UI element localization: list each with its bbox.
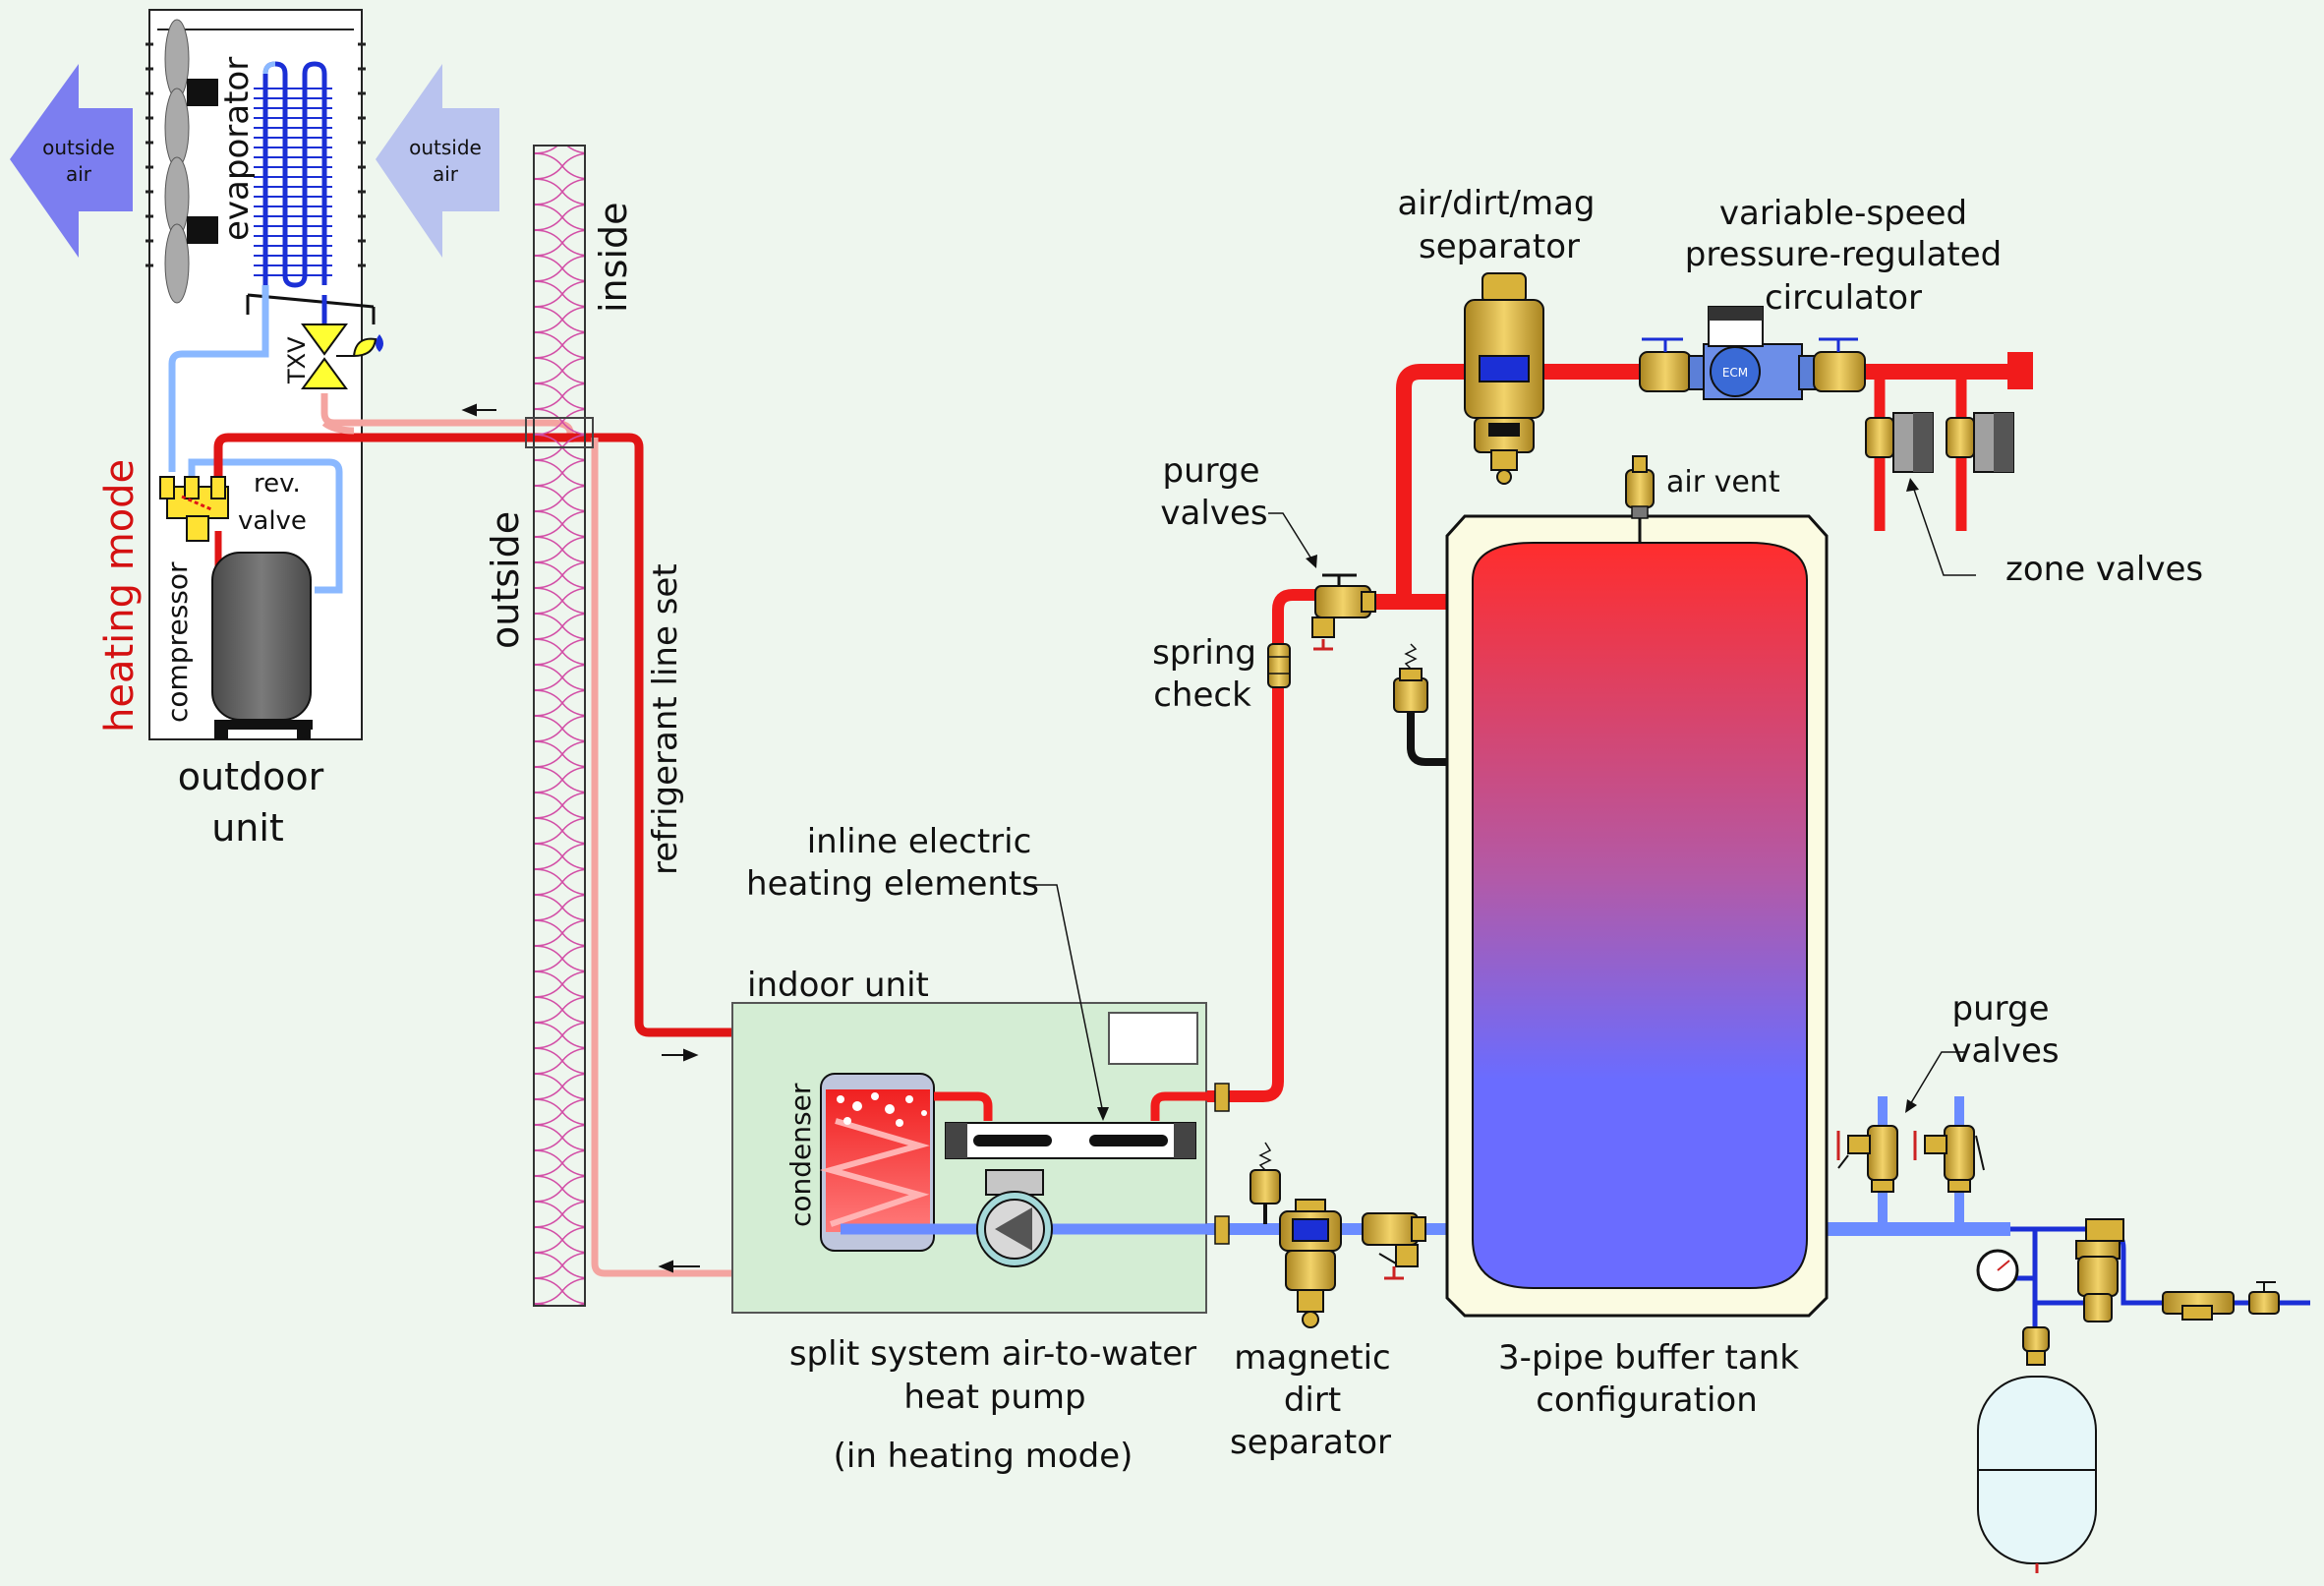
svg-text:configuration: configuration <box>1536 1380 1758 1420</box>
svg-text:valves: valves <box>1951 1031 2059 1071</box>
purge-valve <box>1362 1212 1426 1280</box>
svg-text:separator: separator <box>1230 1423 1391 1462</box>
purge-valve <box>1913 1125 1985 1193</box>
svg-text:3-pipe buffer tank: 3-pipe buffer tank <box>1498 1338 1799 1378</box>
outside-air-right-arrow: outside air <box>376 64 499 258</box>
svg-text:outside: outside <box>409 136 482 159</box>
svg-text:check: check <box>1153 676 1251 715</box>
svg-text:zone valves: zone valves <box>2005 550 2203 589</box>
svg-text:heating mode: heating mode <box>97 459 143 733</box>
svg-text:heating elements: heating elements <box>746 864 1039 904</box>
svg-text:valves: valves <box>1160 494 1267 533</box>
svg-text:valve: valve <box>238 506 307 536</box>
flow-arrow-icon <box>461 403 700 1273</box>
zone-valve <box>1946 412 2014 473</box>
svg-text:refrigerant line set: refrigerant line set <box>646 563 685 875</box>
air-vent <box>1625 455 1655 519</box>
condenser <box>819 1073 935 1252</box>
svg-text:ECM: ECM <box>1722 366 1748 380</box>
svg-text:magnetic: magnetic <box>1234 1338 1390 1378</box>
spring-check-valve <box>1393 643 1428 713</box>
air-dirt-mag-separator <box>1464 272 1544 485</box>
wall-insulation <box>525 145 594 1307</box>
outside-air-left-arrow: outside air <box>10 64 133 258</box>
compressor <box>211 552 313 739</box>
svg-text:air/dirt/mag: air/dirt/mag <box>1397 184 1595 223</box>
backflow-preventer <box>2162 1281 2280 1321</box>
indoor-pump <box>976 1169 1053 1267</box>
svg-text:circulator: circulator <box>1765 278 1922 318</box>
buffer-tank <box>1445 514 1829 1318</box>
union-fitting <box>1214 1083 1230 1245</box>
spring-check-valve <box>1267 643 1291 688</box>
svg-text:pressure-regulated: pressure-regulated <box>1685 235 2003 274</box>
svg-text:condenser: condenser <box>784 1083 817 1227</box>
svg-text:outdoor: outdoor <box>178 755 324 798</box>
svg-text:air: air <box>433 162 459 186</box>
magnetic-dirt-separator <box>1279 1199 1342 1328</box>
svg-text:dirt: dirt <box>1284 1380 1341 1420</box>
outdoor-unit: evaporator TXV rev. valve <box>145 9 880 1277</box>
svg-text:unit: unit <box>211 806 284 850</box>
indoor-unit: condenser <box>731 1002 1219 1314</box>
svg-text:air: air <box>66 162 92 186</box>
svg-text:inline electric: inline electric <box>807 822 1032 861</box>
svg-text:air vent: air vent <box>1666 465 1780 499</box>
svg-text:compressor: compressor <box>161 561 194 723</box>
fan-icon <box>164 156 218 304</box>
fan-icon <box>164 19 218 168</box>
pressure-reducing-valve <box>2075 1218 2124 1322</box>
svg-text:(in heating mode): (in heating mode) <box>834 1437 1133 1476</box>
evaporator-coil <box>246 61 383 352</box>
svg-text:outside: outside <box>42 136 115 159</box>
txv-valve <box>301 323 378 389</box>
svg-text:TXV: TXV <box>283 336 311 384</box>
spring-check-valve <box>1249 1142 1281 1224</box>
zone-valve <box>1865 412 1934 473</box>
svg-text:variable-speed: variable-speed <box>1719 194 1967 233</box>
svg-text:rev.: rev. <box>254 469 301 499</box>
expansion-tank <box>1977 1326 2097 1573</box>
svg-text:purge: purge <box>1162 451 1259 491</box>
purge-valve <box>1836 1125 1898 1193</box>
svg-text:spring: spring <box>1152 633 1256 673</box>
svg-text:evaporator: evaporator <box>217 57 257 241</box>
svg-text:split system air-to-water: split system air-to-water <box>789 1334 1196 1374</box>
svg-text:heat pump: heat pump <box>903 1378 1085 1417</box>
svg-text:indoor unit: indoor unit <box>747 966 929 1005</box>
purge-valve <box>1311 573 1376 651</box>
svg-text:separator: separator <box>1419 227 1580 266</box>
svg-text:outside: outside <box>484 511 527 649</box>
svg-text:purge: purge <box>1951 989 2049 1028</box>
circulator-pump: ECM <box>1639 306 1866 400</box>
pressure-gauge-icon <box>1976 1249 2019 1292</box>
inline-heater <box>945 1122 1196 1159</box>
svg-text:inside: inside <box>592 203 635 314</box>
reversing-valve <box>159 476 229 542</box>
